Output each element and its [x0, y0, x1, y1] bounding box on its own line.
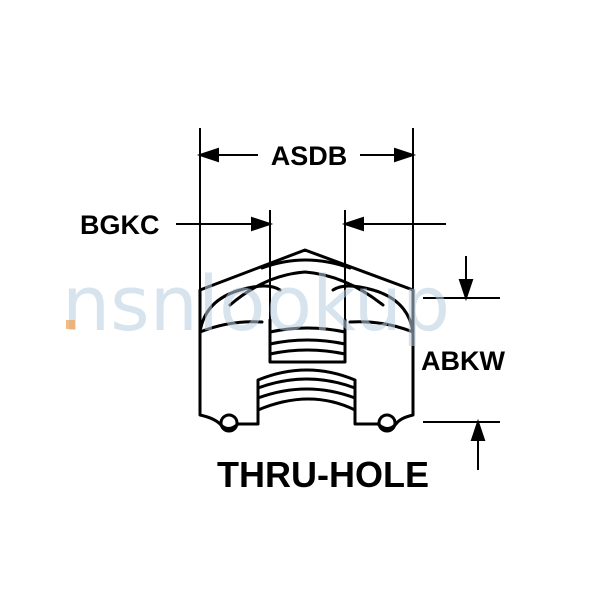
- fastener-drawing: [198, 248, 415, 433]
- thread-line-1: [268, 326, 347, 334]
- left-foot: [219, 413, 239, 433]
- abkw-arrow-bottom: [470, 418, 486, 441]
- asdb-label: ASDB: [271, 141, 348, 171]
- watermark-accent-dot: [66, 320, 75, 329]
- cap-lower-curve: [228, 270, 385, 307]
- thread-line-2: [268, 338, 347, 346]
- bgkc-arrow-right: [341, 216, 364, 232]
- asdb-arrow-left: [196, 147, 219, 163]
- cap-right-edge: [348, 320, 415, 334]
- asdb-arrow-right: [394, 147, 417, 163]
- thread-outline: [268, 318, 347, 364]
- watermark: nsnlookup: [62, 259, 450, 348]
- right-foot: [377, 413, 397, 433]
- cap-right-lens: [331, 284, 415, 334]
- collar-line-2: [256, 387, 357, 400]
- caption-thru-hole: THRU-HOLE: [217, 454, 429, 495]
- abkw-arrow-top: [458, 279, 474, 302]
- dimension-lines: [176, 128, 500, 470]
- bgkc-label: BGKC: [80, 210, 160, 240]
- collar-outline: [256, 368, 357, 412]
- bgkc-arrow-left: [251, 216, 274, 232]
- collar-line-1: [256, 377, 357, 390]
- watermark-text: nsnlookup: [62, 259, 450, 348]
- abkw-label: ABKW: [421, 346, 505, 376]
- cap-left-edge: [198, 320, 264, 334]
- thread-line-3: [268, 348, 347, 356]
